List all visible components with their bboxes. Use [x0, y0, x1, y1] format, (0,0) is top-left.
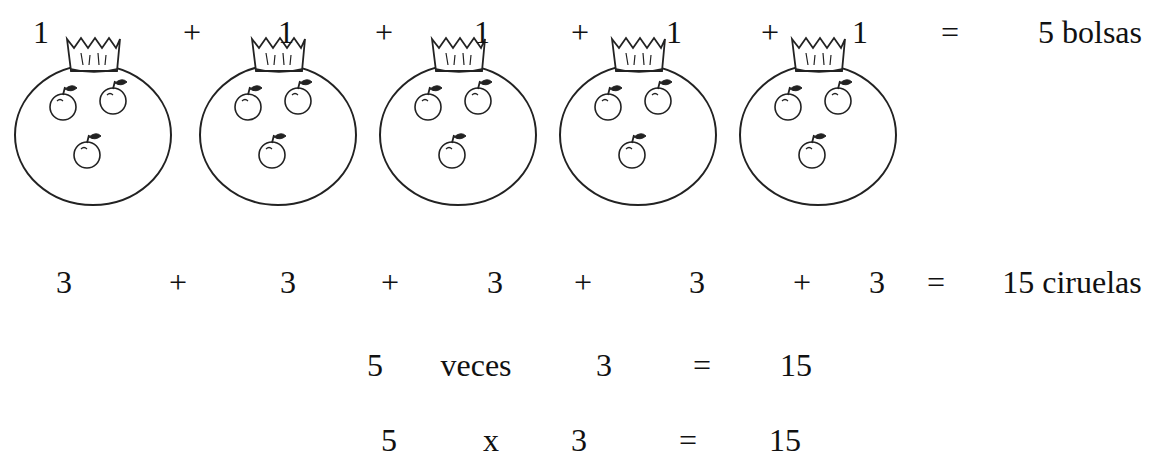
equation-term: 3: [869, 265, 885, 300]
equation-term: =: [941, 15, 959, 50]
bag-picture: [560, 38, 716, 205]
equation-term: +: [381, 265, 399, 300]
equation-term: 1: [33, 15, 49, 50]
equation-term: +: [183, 15, 201, 50]
equation-term: =: [927, 265, 945, 300]
equation-term: 1: [666, 15, 682, 50]
equation-term: 3: [689, 265, 705, 300]
bag-picture: [200, 38, 356, 205]
equation-term: 3: [571, 423, 587, 458]
equation-term: 3: [487, 265, 503, 300]
equation-term: =: [679, 423, 697, 458]
equation-term: +: [793, 265, 811, 300]
equation-term: 15 ciruelas: [1002, 265, 1142, 300]
equation-term: x: [483, 423, 499, 458]
equation-term: +: [571, 15, 589, 50]
equation-term: +: [761, 15, 779, 50]
bag-picture: [740, 38, 896, 205]
equation-term: 15: [780, 348, 812, 383]
equation-term: 1: [474, 15, 490, 50]
bag-picture: [15, 38, 171, 205]
equation-term: 15: [769, 423, 801, 458]
bag-picture: [380, 38, 536, 205]
equation-term: 3: [280, 265, 296, 300]
equation-term: +: [574, 265, 592, 300]
equation-term: 3: [56, 265, 72, 300]
equation-term: =: [693, 348, 711, 383]
equation-term: 5: [381, 423, 397, 458]
equation-term: 5: [367, 348, 383, 383]
equation-term: 5 bolsas: [1038, 15, 1142, 50]
equation-term: veces: [440, 348, 511, 383]
equation-term: 1: [852, 15, 868, 50]
equation-term: +: [169, 265, 187, 300]
equation-term: 1: [278, 15, 294, 50]
equation-term: +: [375, 15, 393, 50]
equation-term: 3: [596, 348, 612, 383]
